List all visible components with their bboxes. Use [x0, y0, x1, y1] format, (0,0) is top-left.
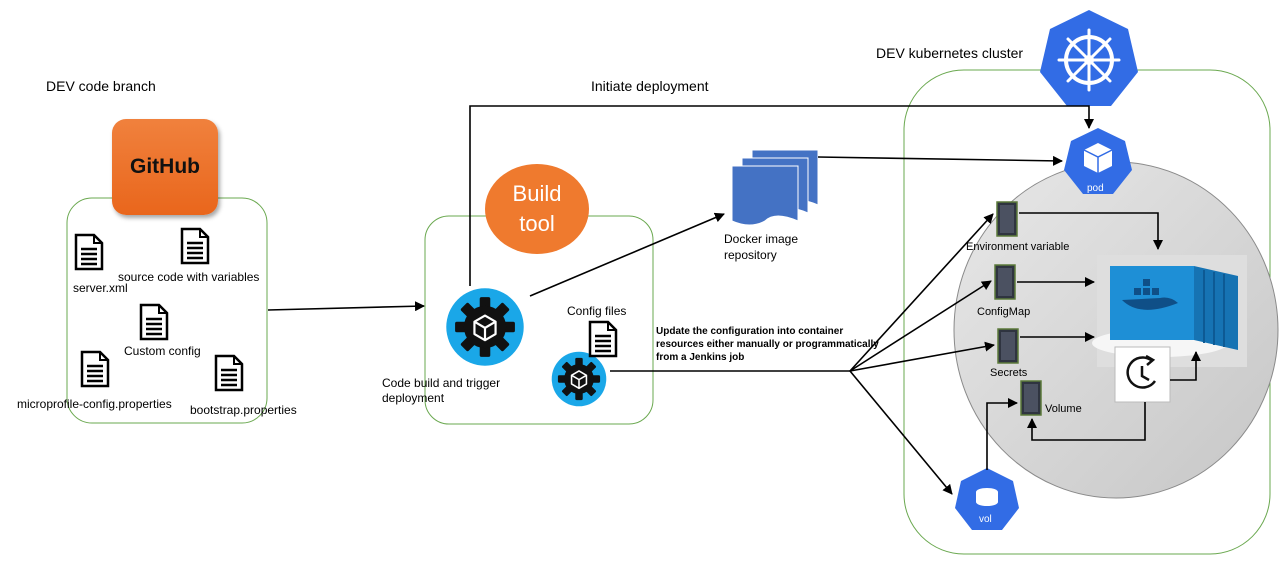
pod-icon: [1064, 128, 1132, 194]
environment-variable-resource-icon: [996, 201, 1018, 237]
update-note-line1: Update the configuration into container: [656, 326, 844, 337]
build-tool-line1: Build: [512, 181, 562, 206]
volume-resource-icon: [1020, 380, 1042, 416]
docker-container-icon: [1092, 255, 1247, 367]
github-logo-text: GitHub: [130, 155, 200, 178]
arrow-vol-to-volume: [986, 398, 1018, 470]
docker-repo-label-line2: repository: [724, 248, 777, 262]
arrow-repo-to-pod: [817, 155, 1063, 166]
docker-repo-label-line1: Docker image: [724, 232, 799, 246]
bootstrap-document-icon: [214, 354, 244, 392]
server-xml-label: server.xml: [73, 281, 128, 295]
custom-config-label: Custom config: [124, 344, 201, 358]
configmap-label: ConfigMap: [977, 306, 1031, 318]
update-note-line3: from a Jenkins job: [656, 352, 745, 363]
arrow-hub-to-env: [849, 213, 994, 372]
config-files-document-icon: [588, 320, 618, 358]
arrow-hub-to-secrets: [849, 341, 995, 372]
bootstrap-label: bootstrap.properties: [190, 403, 297, 417]
arrow-build-to-repo: [529, 212, 725, 297]
build-gear-icon: [445, 287, 525, 367]
arrow-clock-to-volume: [1027, 402, 1146, 441]
source-code-label: source code with variables: [118, 270, 260, 284]
initiate-deployment-label: Initiate deployment: [591, 78, 709, 94]
vol-label: vol: [979, 514, 992, 525]
update-note-line2: resources either manually or programmati…: [656, 339, 879, 350]
arrow-initiate-deployment: [469, 105, 1094, 286]
branch-title: DEV code branch: [46, 78, 156, 94]
arrow-env-to-container: [1019, 212, 1163, 250]
configmap-resource-icon: [994, 264, 1016, 300]
cluster-title: DEV kubernetes cluster: [876, 45, 1024, 61]
docker-image-repository-icon: [731, 149, 819, 226]
config-files-label: Config files: [567, 304, 627, 318]
kubernetes-icon: [1040, 10, 1138, 106]
clock-refresh-icon: [1114, 346, 1171, 403]
microprofile-document-icon: [80, 350, 110, 388]
code-build-label-line1: Code build and trigger: [382, 376, 501, 390]
config-gear-icon: [550, 350, 608, 408]
github-logo: GitHub: [112, 119, 218, 215]
source-code-document-icon: [180, 227, 210, 265]
arrow-clock-to-container: [1170, 351, 1201, 381]
pod-label: pod: [1087, 183, 1104, 194]
arrow-hub-to-volume: [849, 370, 953, 495]
secrets-label: Secrets: [990, 367, 1028, 379]
build-tool-circle: Build tool: [485, 164, 589, 254]
secrets-resource-icon: [997, 328, 1019, 364]
microprofile-label: microprofile-config.properties: [17, 397, 172, 411]
custom-config-document-icon: [139, 303, 169, 341]
volume-label: Volume: [1045, 403, 1082, 415]
arrow-branch-to-build: [267, 301, 425, 312]
env-variable-label: Environment variable: [966, 241, 1070, 253]
volume-icon: [955, 468, 1019, 530]
server-xml-document-icon: [74, 233, 104, 271]
build-tool-line2: tool: [519, 211, 555, 236]
arrow-hub-to-configmap: [849, 280, 992, 372]
code-build-label-line2: deployment: [382, 391, 445, 405]
